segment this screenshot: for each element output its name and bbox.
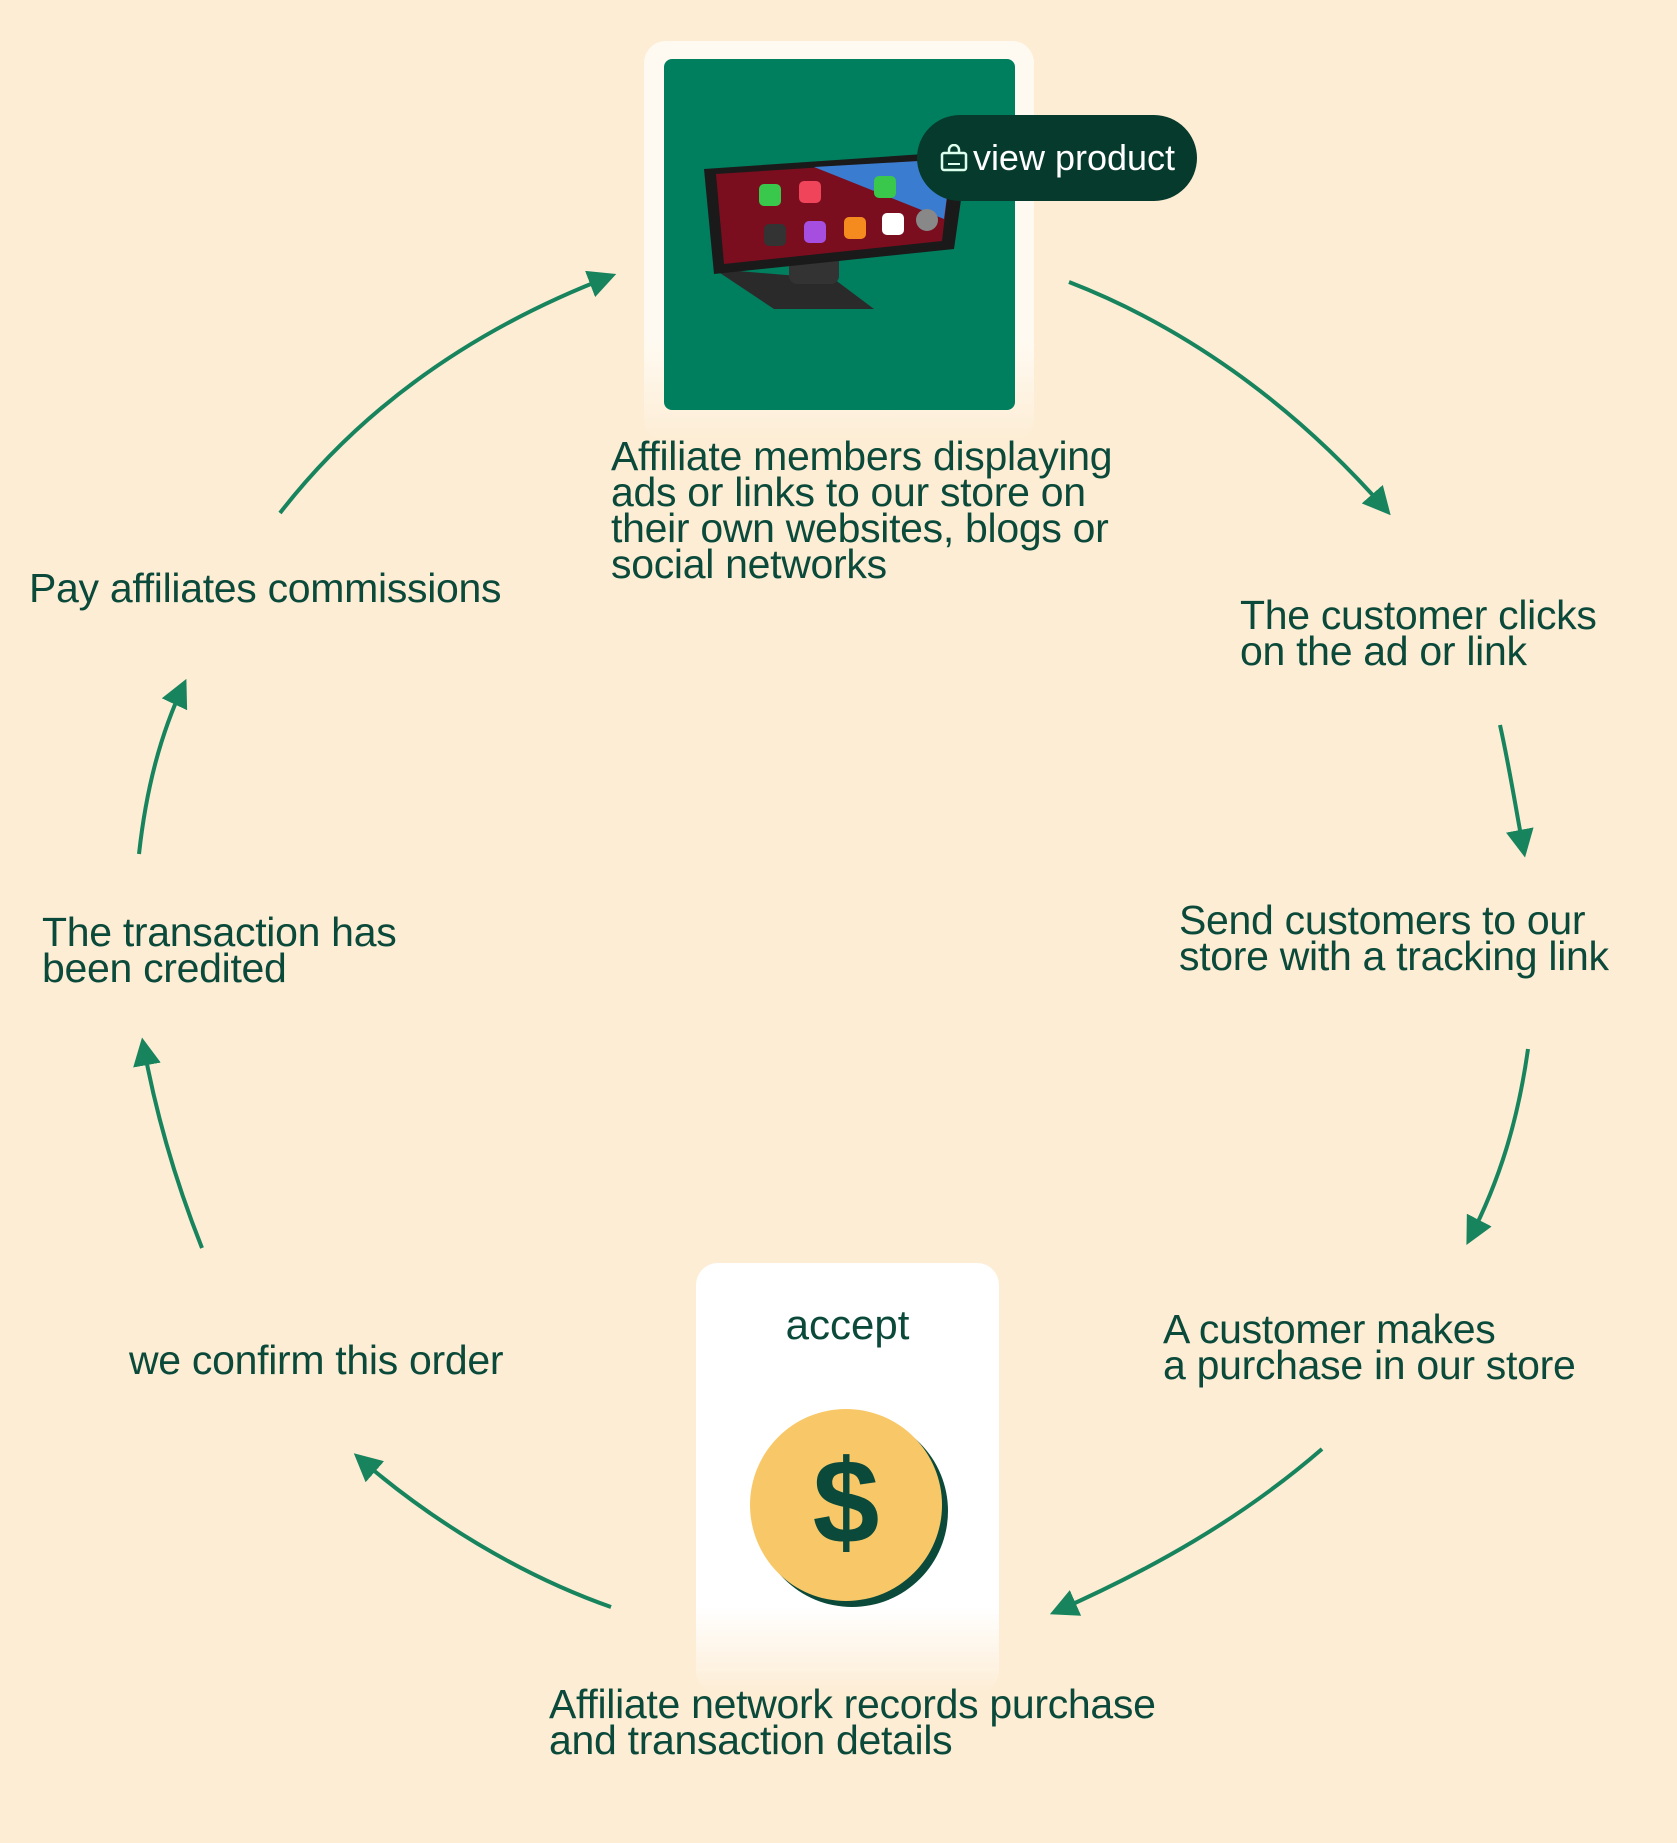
arrow-5 — [353, 1453, 612, 1609]
arrow-1 — [1068, 280, 1391, 516]
arrow-4 — [1049, 1447, 1324, 1616]
arrow-8 — [278, 270, 617, 515]
arrow-6 — [133, 1037, 204, 1249]
dollar-coin-icon: $ — [750, 1409, 948, 1607]
product-card — [644, 41, 1034, 441]
arrow-2 — [1498, 724, 1534, 858]
shopping-bag-icon — [940, 144, 968, 172]
accept-label: accept — [785, 1301, 910, 1348]
arrow-3 — [1466, 1048, 1530, 1245]
product-image[interactable] — [664, 59, 1015, 410]
step-transaction-credited: The transaction has been credited — [42, 909, 397, 991]
view-product-label: view product — [972, 137, 1176, 178]
accept-card: accept $ — [696, 1263, 999, 1693]
car-display-monitor-icon — [704, 154, 964, 309]
step-affiliate-display: Affiliate members displaying ads or link… — [611, 433, 1113, 587]
arrow-7 — [137, 678, 188, 855]
step-customer-clicks: The customer clicks on the ad or link — [1240, 592, 1597, 674]
step-confirm-order: we confirm this order — [129, 1337, 504, 1383]
svg-text:$: $ — [813, 1435, 880, 1569]
step-network-records: Affiliate network records purchase and t… — [549, 1681, 1156, 1763]
view-product-button[interactable]: view product — [917, 115, 1197, 201]
step-customer-purchase: A customer makes a purchase in our store — [1163, 1306, 1576, 1388]
step-tracking-link: Send customers to our store with a track… — [1179, 897, 1609, 979]
step-pay-commissions: Pay affiliates commissions — [29, 565, 502, 611]
